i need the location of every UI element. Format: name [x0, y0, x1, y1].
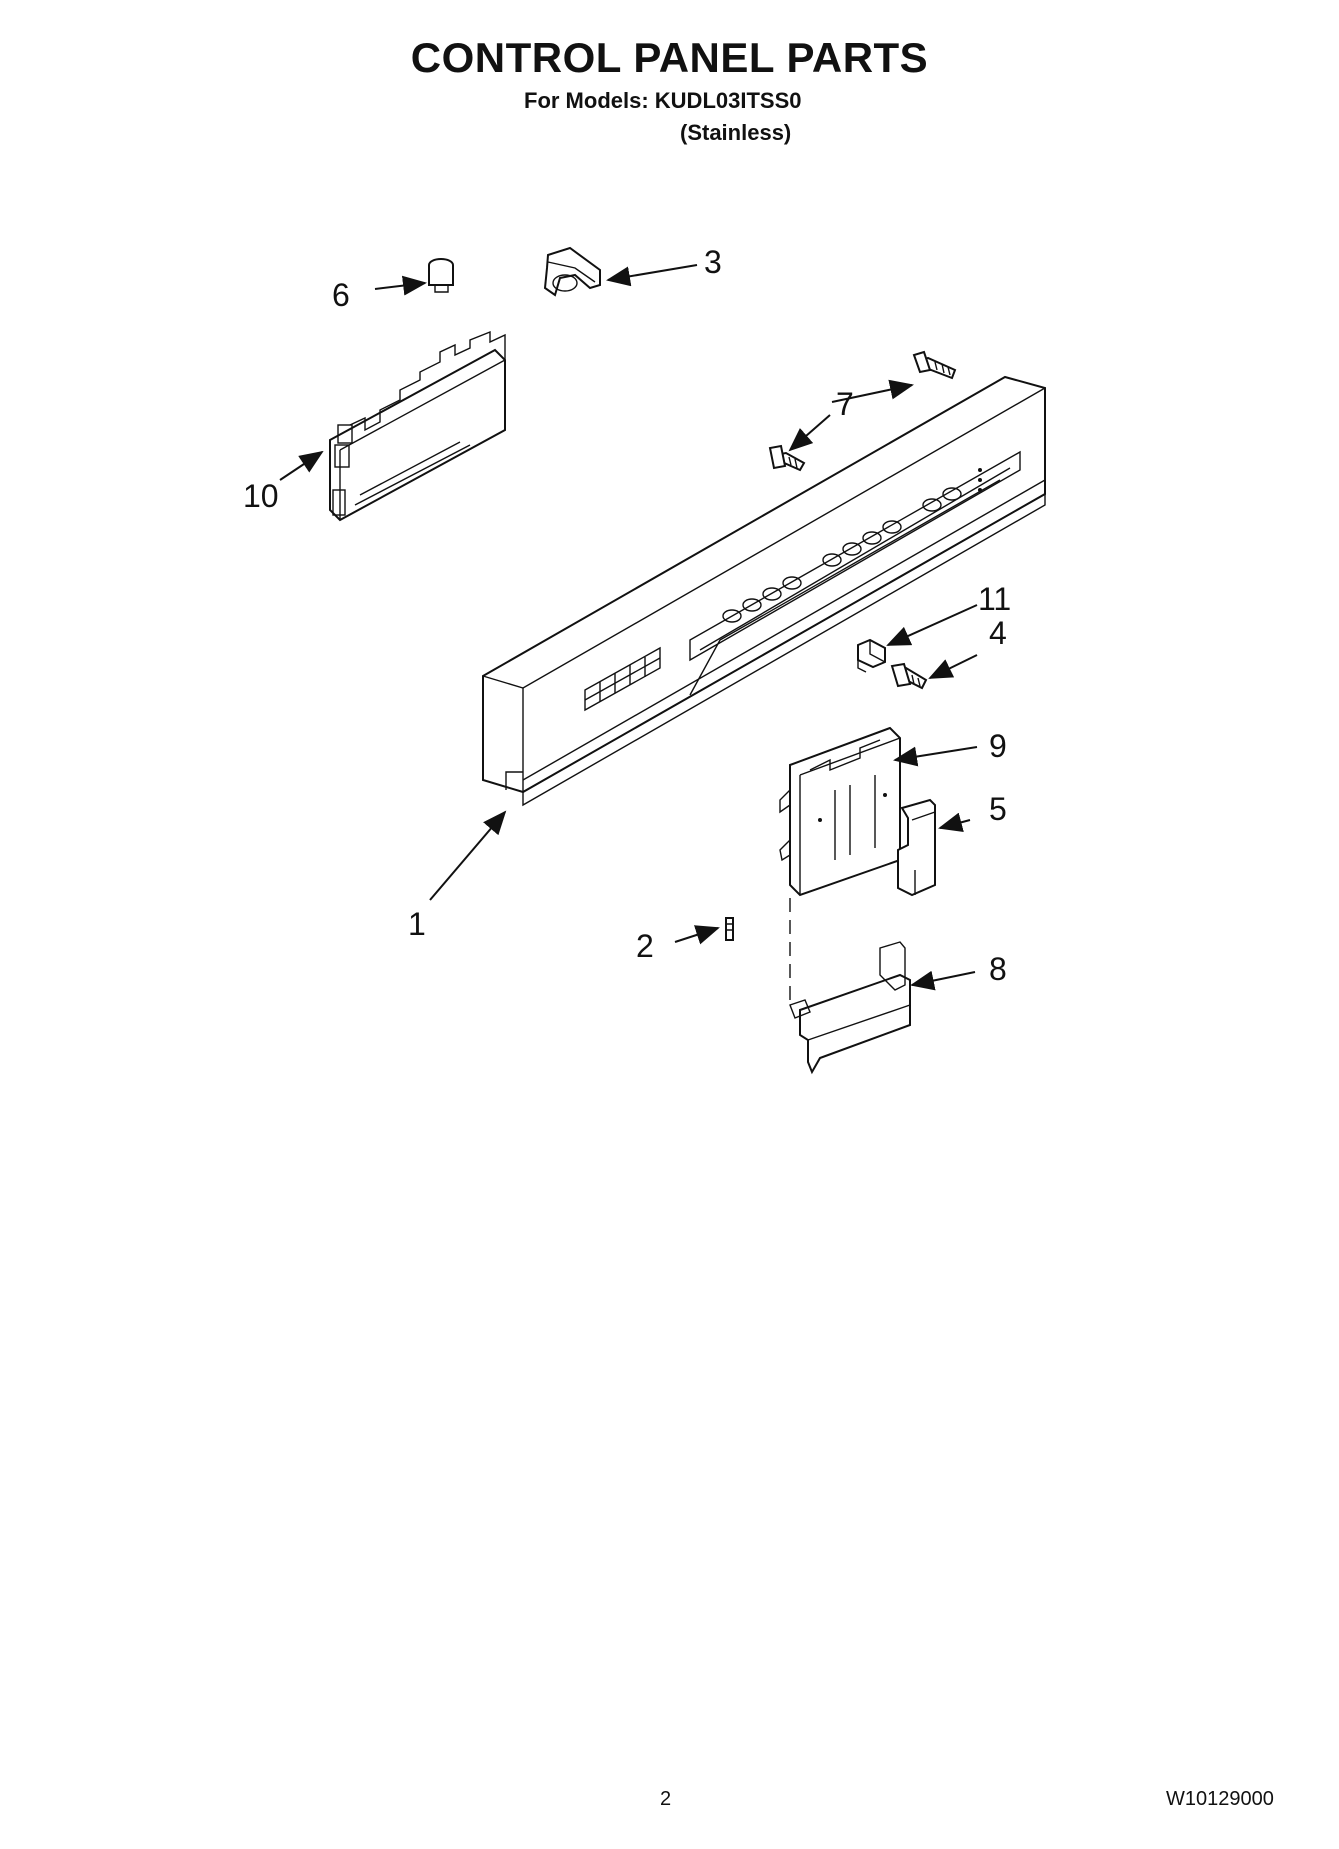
screw-lower: [768, 444, 806, 472]
screw-small: [890, 662, 928, 690]
knob-row-left: [722, 576, 802, 623]
callout-5: 5: [989, 791, 1007, 827]
switch-actuator: [857, 638, 886, 673]
callout-10: 10: [243, 478, 279, 514]
callout-9: 9: [989, 728, 1007, 764]
callout-1: 1: [408, 906, 426, 942]
button-cap: [428, 258, 454, 293]
finish-line: (Stainless): [680, 120, 792, 145]
lower-bracket: [789, 941, 911, 1075]
page-number: 2: [660, 1788, 672, 1810]
wire-clip: [543, 246, 601, 297]
bracket: [779, 726, 901, 897]
document-number: W10129000: [1166, 1788, 1274, 1810]
callout-8: 8: [989, 951, 1007, 987]
callout-6: 6: [332, 277, 350, 313]
screw-upper: [912, 350, 957, 380]
callout-2: 2: [636, 928, 654, 964]
knob-row-right: [922, 487, 962, 512]
leader-lines: [279, 264, 978, 991]
callout-3: 3: [704, 244, 722, 280]
callout-4: 4: [989, 615, 1007, 651]
models-line: For Models: KUDL03ITSS0: [524, 88, 802, 113]
latch-clip: [897, 798, 936, 897]
callout-7: 7: [836, 386, 854, 422]
page-title: CONTROL PANEL PARTS: [410, 34, 929, 81]
knob-row-middle: [822, 520, 902, 567]
callout-11: 11: [978, 581, 1011, 617]
pin: [725, 917, 734, 941]
button-grid: [584, 646, 661, 712]
control-panel-console: [482, 375, 1046, 807]
electronic-control-board: [329, 330, 506, 522]
